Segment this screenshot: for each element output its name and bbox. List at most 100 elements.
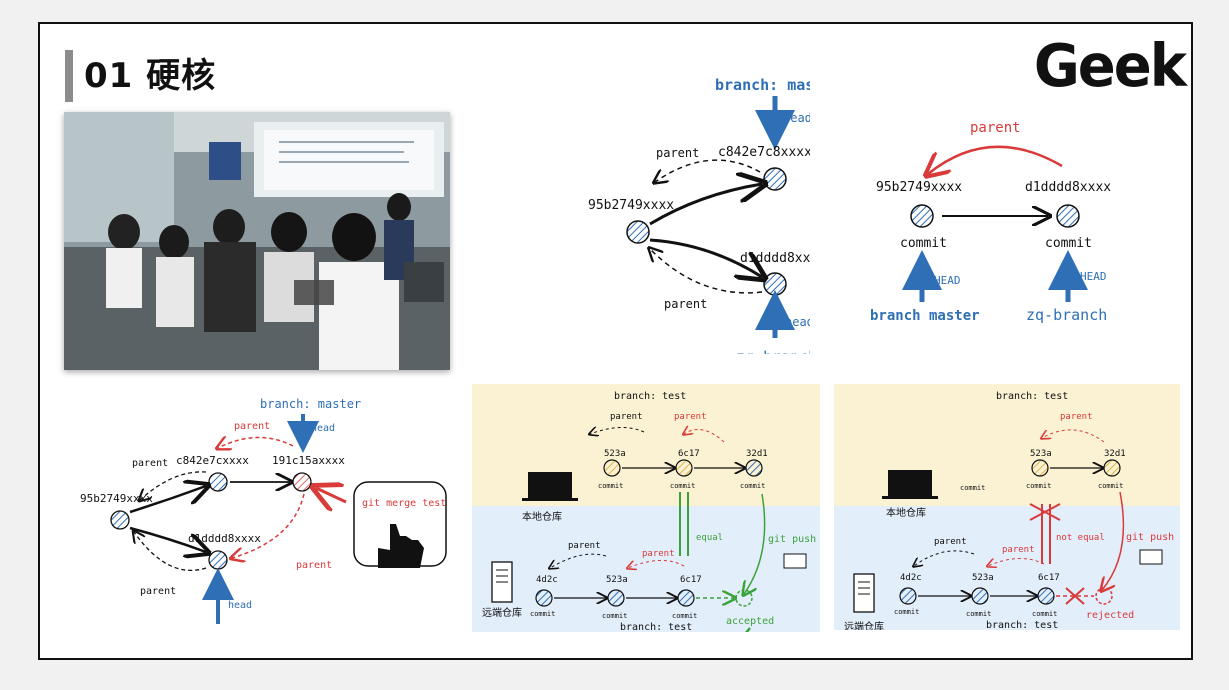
rejected-label: rejected [1086, 610, 1134, 621]
svg-text:523a: 523a [604, 449, 626, 459]
pushed-commit-node [735, 589, 753, 607]
svg-text:commit: commit [960, 484, 985, 492]
remote-repo-label: 远端仓库 [844, 620, 884, 630]
branch-label: branch: test [620, 622, 692, 632]
svg-text:4d2c: 4d2c [900, 573, 922, 583]
parent-label: parent [234, 421, 270, 432]
parent-label: parent [656, 146, 699, 160]
parent-label: parent [674, 412, 707, 422]
svg-text:commit: commit [740, 482, 765, 490]
git-push-label: git push [1126, 532, 1174, 543]
svg-text:commit: commit [602, 612, 627, 620]
commit-node [763, 167, 787, 191]
svg-text:523a: 523a [1030, 449, 1052, 459]
hand-pointer-icon [378, 524, 424, 568]
head-label: head [785, 315, 810, 329]
commit-label: commit [1045, 236, 1092, 251]
commit-node [626, 220, 650, 244]
cross-icon [1029, 503, 1061, 521]
svg-text:commit: commit [670, 482, 695, 490]
zq-branch-label: zq-branch [1026, 306, 1107, 324]
svg-text:commit: commit [894, 608, 919, 616]
commit-node [745, 459, 763, 477]
commit-node [535, 589, 553, 607]
commit-node [208, 472, 228, 492]
commit-node [110, 510, 130, 530]
svg-text:523a: 523a [972, 573, 994, 583]
parent-label: parent [934, 537, 967, 547]
commit-node [1037, 587, 1055, 605]
zq-branch-label: zq-branch [736, 348, 810, 354]
svg-text:6c17: 6c17 [680, 575, 702, 585]
branch-label: branch: test [614, 391, 686, 402]
commit-d1dd: d1dddd8xxxx [188, 532, 261, 545]
parent-label: parent [664, 297, 707, 311]
svg-text:commit: commit [1098, 482, 1123, 490]
svg-text:6c17: 6c17 [1038, 573, 1060, 583]
brand-logo: Geek [1033, 32, 1187, 101]
svg-text:4d2c: 4d2c [536, 575, 558, 585]
page-title: 01 硬核 [84, 56, 217, 96]
commit-95b2: 95b2749xxxx [588, 198, 674, 213]
branch-master-label: branch: master [260, 397, 361, 411]
branch-label: branch: test [986, 620, 1058, 630]
not-equal-label: not equal [1056, 533, 1105, 543]
parent-label: parent [970, 120, 1021, 136]
commit-node [910, 204, 934, 228]
svg-text:32d1: 32d1 [1104, 449, 1126, 459]
globe-window-icon [1139, 549, 1163, 565]
parent-label: parent [1002, 545, 1035, 555]
merge-command-label: git merge test [362, 498, 446, 509]
svg-text:commit: commit [1026, 482, 1051, 490]
head-label: HEAD [934, 274, 961, 287]
commit-c842: c842e7cxxxx [176, 454, 249, 467]
commit-node [675, 459, 693, 477]
server-icon [853, 573, 875, 613]
slide: 01 硬核 Geek [38, 22, 1193, 660]
commit-node [971, 587, 989, 605]
commit-d1dd: d1dddd8xxxx [1025, 180, 1111, 195]
branch-master-label: branch: master [715, 76, 810, 94]
remote-repo-label: 远端仓库 [482, 606, 522, 619]
commit-191c: 191c15axxxx [272, 454, 345, 467]
parent-label: parent [140, 586, 176, 597]
commit-d1dd: d1dddd8xxxx [740, 251, 810, 266]
title-accent-bar [65, 50, 73, 102]
commit-node [1056, 204, 1080, 228]
commit-node [899, 587, 917, 605]
head-label: head [311, 423, 335, 434]
commit-node [1031, 459, 1049, 477]
laptop-icon [888, 470, 932, 496]
parent-label: parent [132, 458, 168, 469]
svg-text:6c17: 6c17 [678, 449, 700, 459]
commit-node [677, 589, 695, 607]
merge-commit-node [292, 472, 312, 492]
local-repo-label: 本地仓库 [522, 510, 562, 523]
commit-node [603, 459, 621, 477]
parent-label: parent [1060, 412, 1093, 422]
svg-text:commit: commit [1032, 610, 1057, 618]
head-label: HEAD [1080, 270, 1107, 283]
svg-text:32d1: 32d1 [746, 449, 768, 459]
svg-text:commit: commit [966, 610, 991, 618]
commit-95b2: 95b2749xxxx [80, 492, 153, 505]
svg-text:commit: commit [672, 612, 697, 620]
push-rejected-diagram: branch: test parent 本地仓库 523a 32d1 commi… [834, 384, 1180, 630]
push-accepted-diagram: branch: test parent parent 本地仓库 523a 6c1… [472, 384, 820, 632]
parent-label: parent [296, 560, 332, 571]
parent-label: parent [610, 412, 643, 422]
zq-branch-label: zq-branch [196, 624, 256, 626]
commit-diagram-branch: branch: master head c842e7c8xxxx 95b2749… [588, 76, 810, 354]
svg-text:commit: commit [530, 610, 555, 618]
rejected-commit-node [1095, 587, 1113, 605]
laptop-icon [528, 472, 572, 498]
globe-window-icon [783, 553, 807, 569]
commit-node [1103, 459, 1121, 477]
branch-label: branch: test [996, 391, 1068, 402]
head-label: head [228, 600, 252, 611]
commit-node [763, 272, 787, 296]
commit-c842: c842e7c8xxxx [718, 145, 810, 160]
commit-node [607, 589, 625, 607]
local-repo-label: 本地仓库 [886, 506, 926, 519]
commit-diagram-head: parent 95b2749xxxx d1dddd8xxxx commit co… [870, 120, 1111, 324]
